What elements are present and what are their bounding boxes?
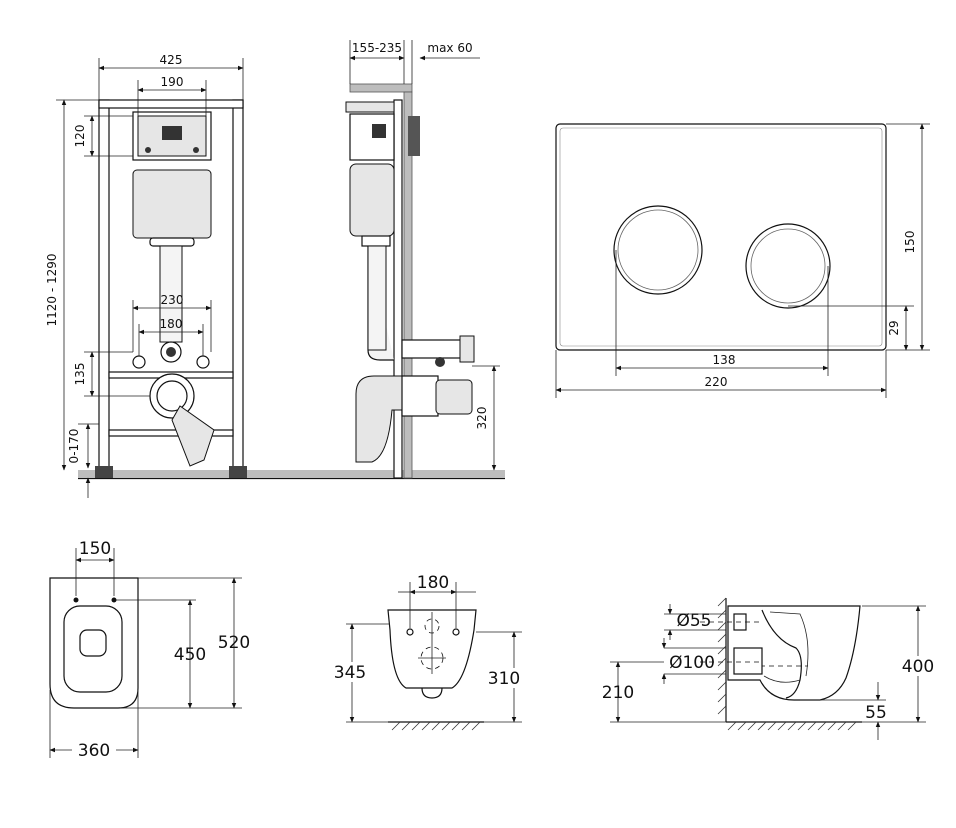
back-bolt-right [452,628,460,636]
dim-button-span: 138 [713,353,736,367]
side-drain-elbow [355,375,403,463]
dim-plate-width: 220 [705,375,728,389]
dim-bowl-height: 400 [902,657,934,677]
dim-inlet-diameter: Ø55 [676,611,711,631]
frame-front-view: 425 190 120 1120 - 1290 230 180 135 0 [45,53,505,498]
dim-plate-height: 150 [903,231,917,254]
side-frame-upright [393,99,403,479]
frame-top-bar [98,99,244,109]
bolt-right [196,355,210,369]
side-outlet-fitting [733,647,763,675]
dim-hole-spacing: 150 [79,539,111,559]
dim-outlet-height: 135 [73,363,87,386]
cistern-outlet [149,237,195,247]
frame-side-view: 155-235 max 60 320 [345,40,500,479]
bowl-drain-hole [79,629,107,657]
bowl-top-view: 150 450 520 360 [49,539,250,761]
flush-button-large [613,205,703,295]
dim-side-outlet-height: 210 [602,683,634,703]
wall-section [403,91,413,479]
frame-left-upright [98,99,110,479]
dim-leg-adjust: 0-170 [67,429,81,464]
flush-plate [555,123,887,351]
side-flush-pipe [367,245,387,351]
dim-button-offset: 29 [887,320,901,335]
wall-anchor [408,116,420,156]
dim-frame-height: 1120 - 1290 [45,253,59,326]
dim-frame-depth: 155-235 [352,41,402,55]
side-drain-sleeve [401,375,439,417]
back-bolt-left [406,628,414,636]
dim-bottom-offset: 55 [865,703,887,723]
dim-side-outlet-height: 320 [475,407,489,430]
dim-back-height-right: 310 [488,669,520,689]
bowl-side-view: Ø55 Ø100 210 400 55 [602,597,940,740]
side-drain-outlet [435,379,473,415]
frame-right-foot [229,466,247,478]
dim-back-height-left: 345 [334,663,366,683]
cistern-tank [132,169,212,239]
frame-low-bar [108,429,234,437]
dim-top-offset: 120 [73,125,87,148]
fixing-hole-left [73,597,79,603]
dim-wall-max: max 60 [427,41,472,55]
frame-right-upright [232,99,244,479]
dim-frame-width: 425 [160,53,183,67]
drain-outlet-inner [156,380,188,412]
dim-bowl-length: 520 [218,633,250,653]
dim-panel-width: 190 [161,75,184,89]
dim-bolt-outer: 230 [161,293,184,307]
dim-bowl-width: 360 [78,741,110,761]
dim-bolt-inner: 180 [160,317,183,331]
flush-valve-block [162,126,182,140]
bolt-left [132,355,146,369]
dim-inner-length: 450 [174,645,206,665]
frame-left-foot [95,466,113,478]
floor-band [78,470,505,478]
flush-button-small [745,223,831,309]
side-flush-connector [401,339,465,359]
dim-back-bolt-spacing: 180 [417,573,449,593]
flush-plate-view: 150 29 138 220 [555,123,930,398]
fixing-hole-right [111,597,117,603]
side-cistern [349,163,395,237]
drain-elbow [171,405,215,467]
side-bowl-body [727,605,861,701]
dim-outlet-diameter: Ø100 [669,653,715,673]
side-top-bracket [345,101,395,113]
wall-top-band [349,83,413,93]
bowl-back-view: 180 345 310 [330,573,526,731]
